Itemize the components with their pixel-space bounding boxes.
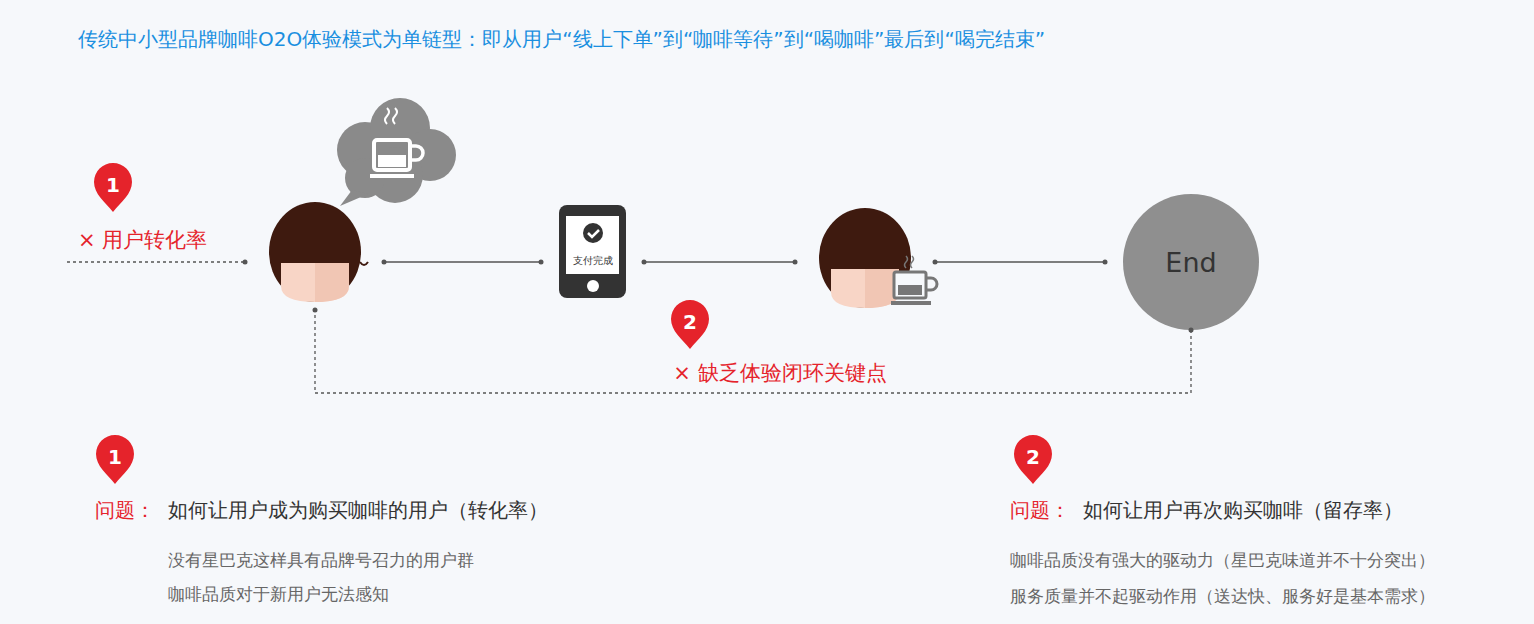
question-text: 如何让用户再次购买咖啡（留存率） xyxy=(1083,497,1403,524)
callout-number: 1 xyxy=(108,445,122,469)
connector xyxy=(315,310,1191,393)
connector xyxy=(644,261,1105,262)
note-text: 咖啡品质对于新用户无法感知 xyxy=(168,583,389,606)
callout-number: 2 xyxy=(683,310,697,334)
edge-label: × 缺乏体验闭环关键点 xyxy=(670,359,889,387)
note-text: 服务质量并不起驱动作用（送达快、服务好是基本需求） xyxy=(1010,585,1435,608)
end-text: End xyxy=(1165,247,1216,278)
note-text: 没有星巴克这样具有品牌号召力的用户群 xyxy=(168,549,474,572)
callout-number: 1 xyxy=(106,173,120,197)
phone-node: 支付完成 xyxy=(559,205,626,298)
thought-bubble xyxy=(337,98,456,206)
question-tag: 问题： xyxy=(95,497,155,524)
callout-number: 2 xyxy=(1026,445,1040,469)
title: 传统中小型品牌咖啡O2O体验模式为单链型：即从用户“线上下单”到“咖啡等待”到“… xyxy=(78,26,1045,53)
connector xyxy=(384,261,541,262)
question-tag: 问题： xyxy=(1010,497,1070,524)
person-node: × 用户转化率 xyxy=(264,205,366,310)
question-text: 如何让用户成为购买咖啡的用户（转化率） xyxy=(168,497,548,524)
node-heading: × 用户转化率 xyxy=(78,226,207,254)
coffee-cup xyxy=(891,256,937,305)
phone-text: 支付完成 xyxy=(573,254,613,268)
note-text: 咖啡品质没有强大的驱动力（星巴克味道并不十分突出） xyxy=(1010,549,1435,572)
end-circle: End xyxy=(1123,194,1259,330)
